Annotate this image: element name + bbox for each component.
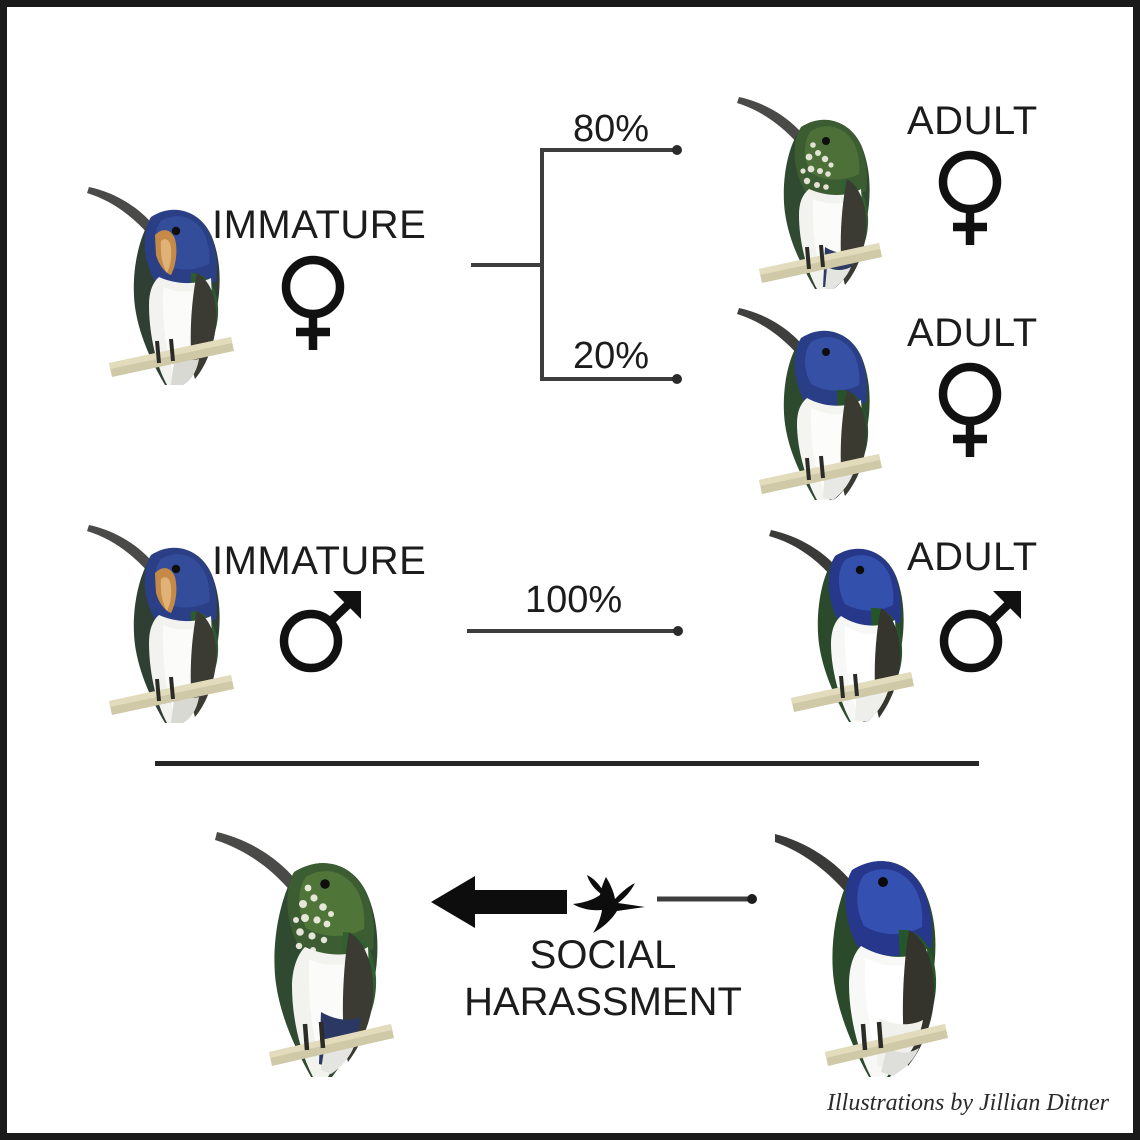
bottom-right-adult-male-bird — [775, 812, 955, 1077]
branch-stub-line — [471, 263, 544, 267]
illustration-credit: Illustrations by Jillian Ditner — [827, 1090, 1109, 1116]
immature-male-stage-label: IMMATURE — [212, 539, 427, 583]
branch-endpoint-20 — [672, 374, 682, 384]
immature-female-bird — [79, 165, 249, 385]
social-harassment-caption: SOCIAL HARASSMENT — [443, 932, 763, 1026]
branch-endpoint-80 — [672, 145, 682, 155]
branch-line-80 — [540, 148, 678, 152]
hummingbird-silhouette-icon — [565, 871, 649, 944]
transition-percent-100: 100% — [525, 579, 623, 621]
transition-line-100 — [467, 629, 679, 633]
adult-female-80-stage-label: ADULT — [907, 99, 1038, 143]
social-harassment-caption-line-1: SOCIAL — [529, 933, 677, 977]
transition-endpoint-100 — [673, 626, 683, 636]
social-harassment-caption-line-2: HARASSMENT — [464, 980, 742, 1025]
immature-male-bird — [79, 503, 249, 723]
adult-male-stage-label: ADULT — [907, 535, 1038, 579]
immature-female-stage-label: IMMATURE — [212, 203, 427, 247]
adult-female-green-bird — [733, 79, 893, 289]
adult-female-malelike-bird — [733, 290, 893, 500]
branch-percent-80: 80% — [573, 108, 650, 150]
branch-line-20 — [540, 377, 678, 381]
female-symbol-icon — [932, 359, 1008, 461]
adult-male-bird — [769, 512, 929, 722]
section-divider — [155, 761, 979, 766]
male-symbol-icon — [275, 585, 367, 677]
female-symbol-icon — [932, 147, 1008, 249]
male-symbol-icon — [935, 585, 1027, 677]
social-harassment-thick-arrow-icon — [431, 872, 567, 937]
branch-vertical-line — [540, 150, 544, 381]
female-symbol-icon — [275, 252, 351, 354]
branch-percent-20: 20% — [573, 335, 650, 377]
adult-female-20-stage-label: ADULT — [907, 311, 1038, 355]
bottom-left-adult-female-bird — [213, 812, 403, 1077]
social-harassment-thin-arrow-icon — [655, 892, 761, 911]
